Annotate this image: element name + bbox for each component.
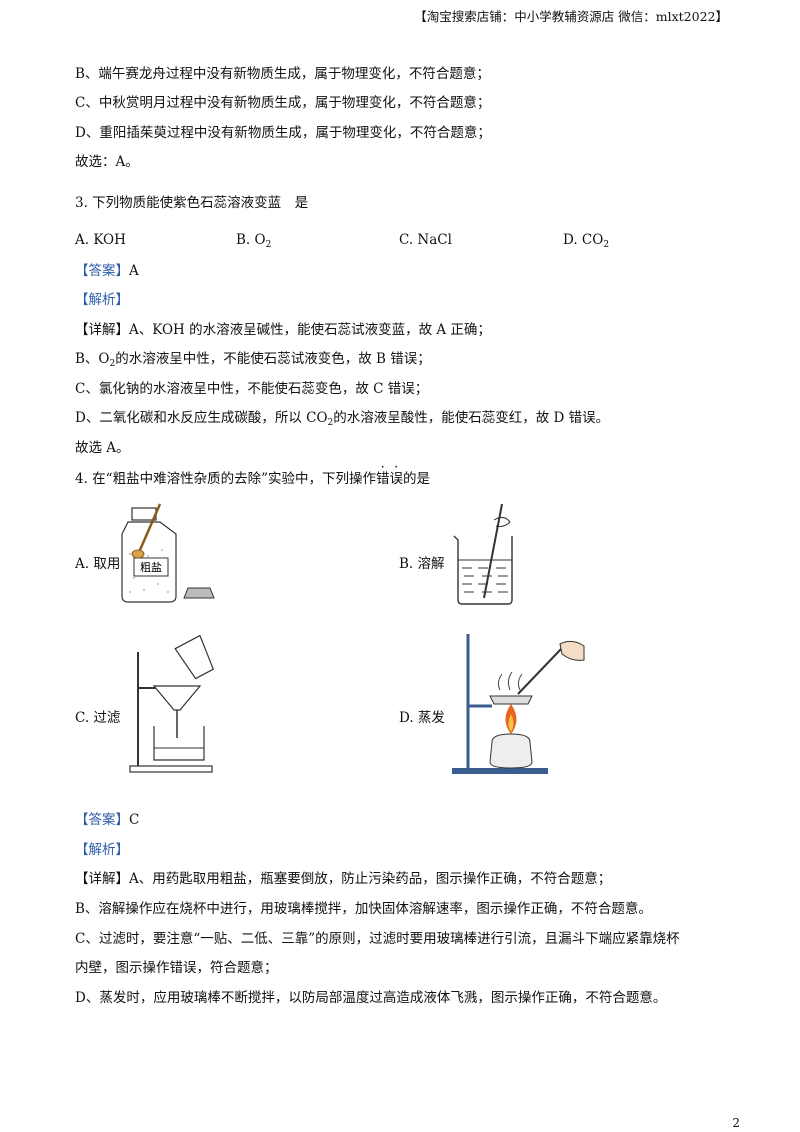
q3-stem: 3. 下列物质能使紫色石蕊溶液变蓝 是 [75,195,309,211]
q3-answer: 【答案】A [75,263,139,279]
alcohol-lamp [489,733,533,769]
q4-figure-d-evaporation [452,634,585,774]
q4-detail-d: D、蒸发时，应用玻璃棒不断搅拌，以防局部温度过高造成液体飞溅，图示操作正确，不符… [75,990,667,1006]
evaporating-dish [489,695,533,705]
stand-base [129,765,213,773]
q3-detail-d: D、二氧化碳和水反应生成碳酸，所以 CO2的水溶液呈酸性，能使石蕊变红，故 D … [75,410,610,428]
glass-rod [483,503,503,599]
jar-label: 粗盐 [140,561,162,574]
q3-option-c: C. NaCl [399,232,452,248]
q4-analysis-label: 【解析】 [75,842,129,858]
q4-detail-c1: C、过滤时，要注意“一贴、二低、三靠”的原则，过滤时要用玻璃棒进行引流，且漏斗下… [75,931,680,947]
q3-detail-c: C、氯化钠的水溶液呈中性，不能使石蕊变色，故 C 错误； [75,381,429,397]
reagent-jar [121,507,177,603]
stir-arrow [493,516,511,527]
pouring-beaker [174,634,215,680]
liquid [458,559,512,593]
q3-option-b: B. O2 [236,232,272,250]
q4-figure-a-taking-salt: 粗盐 [121,503,215,603]
beaker [453,535,513,605]
q3-detail-b: B、O2的水溶液呈中性，不能使石蕊试液变色，故 B 错误； [75,351,431,369]
q4-figure-b-dissolving [453,503,513,605]
q4-option-d-label: D. 蒸发 [399,710,445,726]
glass-rod [517,647,563,695]
q2-line-c: C、中秋赏明月过程中没有新物质生成，属于物理变化，不符合题意； [75,95,491,111]
q2-line-d: D、重阳插茱萸过程中没有新物质生成，属于物理变化，不符合题意； [75,125,491,141]
funnel [152,685,202,711]
q4-option-a-label: A. 取用 [75,556,121,572]
jar-label-box [133,557,169,577]
inverted-stopper [183,587,215,599]
q2-conclusion: 故选：A。 [75,154,139,170]
page-number: 2 [732,1116,740,1130]
page-header: 【淘宝搜索店铺：中小学教辅资源店 微信：mlxt2022】 [414,9,728,24]
q4-detail-c2: 内壁，图示操作错误，符合题意； [75,960,278,976]
q4-figure-c-filtration [129,634,215,773]
inner-flame [508,714,514,732]
vapor [497,671,523,691]
q3-analysis-label: 【解析】 [75,292,129,308]
q4-option-c-label: C. 过滤 [75,710,121,726]
stand-base [452,768,548,774]
q2-line-b: B、端午赛龙舟过程中没有新物质生成，属于物理变化，不符合题意； [75,66,490,82]
q4-detail-a: 【详解】A、用药匙取用粗盐，瓶塞要倒放，防止污染药品，图示操作正确，不符合题意； [75,871,612,887]
receiving-beaker [153,726,205,761]
q4-answer: 【答案】C [75,812,140,828]
q3-option-d: D. CO2 [563,232,610,250]
spatula-scoop [131,549,145,559]
q4-option-b-label: B. 溶解 [399,556,445,572]
q4-stem: 4. 在“粗盐中难溶性杂质的去除”实验中，下列操作错误的是 [75,469,430,489]
spatula [138,503,162,551]
hand [559,640,585,661]
q3-option-a: A. KOH [75,232,126,248]
q4-detail-b: B、溶解操作应在烧杯中进行，用玻璃棒搅拌，加快固体溶解速率，图示操作正确，不符合… [75,901,652,917]
q3-conclusion: 故选 A。 [75,440,130,456]
q3-detail-a: 【详解】A、KOH 的水溶液呈碱性，能使石蕊试液变蓝，故 A 正确； [75,322,491,338]
